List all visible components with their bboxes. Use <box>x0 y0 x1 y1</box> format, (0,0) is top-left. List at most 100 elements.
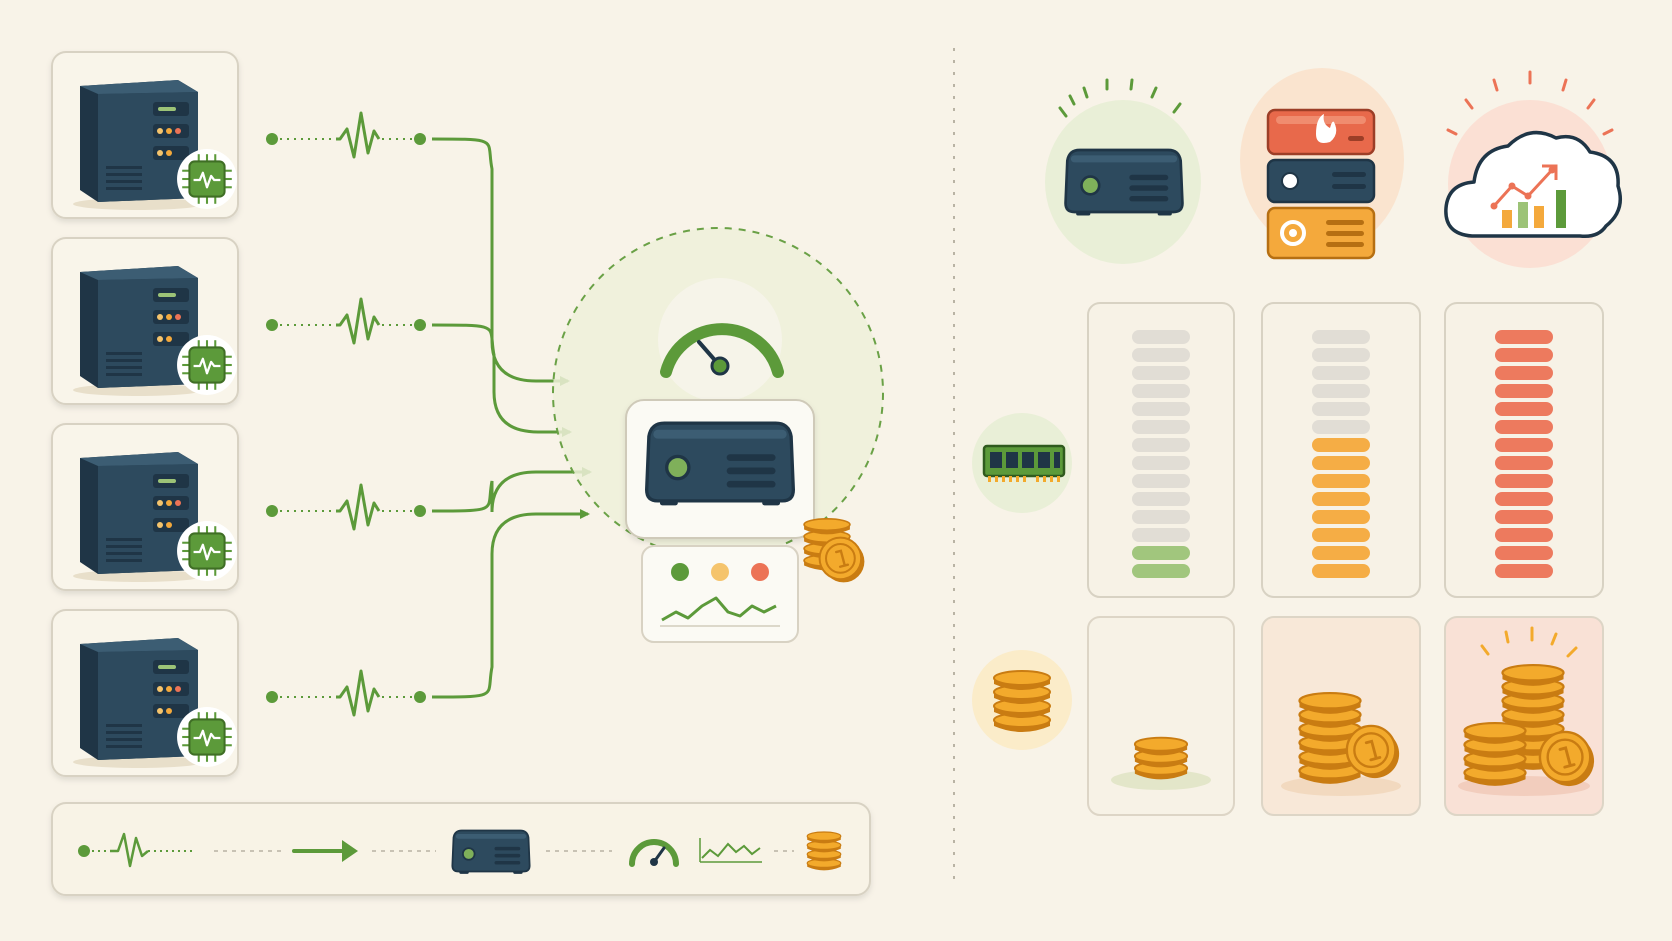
meter-segment <box>1495 366 1553 380</box>
hub-status-card <box>641 545 799 643</box>
coin-stack-icon <box>1281 692 1401 796</box>
meter-segment <box>1312 528 1370 542</box>
speedometer-gauge-icon <box>658 278 784 402</box>
meter-segment <box>1495 474 1553 488</box>
meter-segment <box>1495 402 1553 416</box>
meter-segment <box>1312 456 1370 470</box>
pulse-signal-line <box>266 669 426 717</box>
flow-arrow <box>431 467 592 513</box>
meter-segment <box>1495 546 1553 560</box>
burst-rays-icon <box>1480 626 1578 658</box>
meter-segment <box>1132 546 1190 560</box>
glow-rays-icon <box>1058 78 1182 118</box>
status-dot-group <box>671 563 769 581</box>
burst-rays-icon <box>1446 70 1614 136</box>
meter-segment <box>1495 564 1553 578</box>
tier-medium-column <box>1261 302 1421 816</box>
meter-segment <box>1312 474 1370 488</box>
coin-stack-icon <box>993 670 1051 733</box>
source-server-list <box>51 51 239 777</box>
cost-row-label <box>972 650 1072 750</box>
meter-segment <box>1132 438 1190 452</box>
tier-large-column <box>1444 302 1604 816</box>
cpu-pulse-icon <box>176 148 238 210</box>
compact-server-icon <box>644 421 796 508</box>
arrow-right-icon <box>292 840 358 862</box>
meter-segment <box>1132 384 1190 398</box>
usage-row-label <box>972 413 1072 513</box>
cpu-pulse-icon <box>176 334 238 396</box>
meter-segment <box>1132 402 1190 416</box>
source-server-card <box>51 423 239 591</box>
compact-server-icon <box>1064 148 1184 217</box>
status-dot <box>711 563 729 581</box>
meter-segment <box>1312 546 1370 560</box>
pulse-signal-icon <box>78 832 192 868</box>
tier-large-header <box>1444 70 1622 268</box>
meter-segment <box>1312 438 1370 452</box>
meter-segment <box>1495 510 1553 524</box>
coin-stack-icon <box>803 518 866 584</box>
meter-segment <box>1312 330 1370 344</box>
monitor-hub <box>552 227 884 643</box>
coin-stack-icon <box>1458 664 1596 796</box>
meter-segment <box>1495 330 1553 344</box>
sparkline-icon <box>699 838 762 863</box>
legend-panel <box>51 802 871 896</box>
signal-line-group <box>266 111 426 717</box>
meter-segment <box>1312 366 1370 380</box>
status-dot <box>671 563 689 581</box>
hub-dashed-ring <box>552 227 884 559</box>
cpu-pulse-icon <box>176 706 238 768</box>
meter-segment <box>1132 366 1190 380</box>
meter-segment <box>1312 402 1370 416</box>
meter-segment <box>1495 492 1553 506</box>
meter-segment <box>1132 330 1190 344</box>
meter-segment <box>1312 564 1370 578</box>
meter-segment <box>1132 456 1190 470</box>
meter-segment <box>1132 564 1190 578</box>
meter-segment <box>1495 384 1553 398</box>
flow-arrow <box>431 509 590 699</box>
meter-segment <box>1495 456 1553 470</box>
meter-segment <box>1132 474 1190 488</box>
cloud-chart-icon <box>1444 130 1622 239</box>
meter-segment <box>1312 492 1370 506</box>
meter-segment <box>1312 510 1370 524</box>
meter-segment <box>1495 528 1553 542</box>
gauge-icon <box>629 839 679 867</box>
meter-segment <box>1132 348 1190 362</box>
compact-server-icon <box>451 829 531 875</box>
source-server-card <box>51 609 239 777</box>
tier-column-group <box>1087 302 1604 816</box>
flow-arrow <box>431 323 572 437</box>
coin-stack-icon <box>1111 736 1211 790</box>
flow-arrow-group <box>431 137 592 699</box>
meter-segment <box>1132 510 1190 524</box>
cost-card <box>1087 616 1235 816</box>
pulse-signal-line <box>266 297 426 345</box>
sparkline-icon <box>661 596 777 622</box>
source-server-card <box>51 51 239 219</box>
stacked-servers-icon <box>1266 108 1376 260</box>
status-dot <box>751 563 769 581</box>
pulse-signal-line <box>266 483 426 531</box>
tier-medium-header <box>1240 68 1404 260</box>
meter-segment <box>1312 348 1370 362</box>
meter-segment <box>1132 528 1190 542</box>
tier-small-column <box>1087 302 1235 816</box>
meter-segment <box>1312 420 1370 434</box>
coin-stack-icon <box>806 831 842 872</box>
meter-segment <box>1312 384 1370 398</box>
meter-segment <box>1495 348 1553 362</box>
meter-segment <box>1132 420 1190 434</box>
source-server-card <box>51 237 239 405</box>
cpu-pulse-icon <box>176 520 238 582</box>
tier-small-header <box>1045 78 1201 264</box>
meter-segment <box>1132 492 1190 506</box>
memory-module-icon <box>982 444 1066 482</box>
meter-segment <box>1495 420 1553 434</box>
pulse-signal-line <box>266 111 426 159</box>
meter-segment <box>1495 438 1553 452</box>
